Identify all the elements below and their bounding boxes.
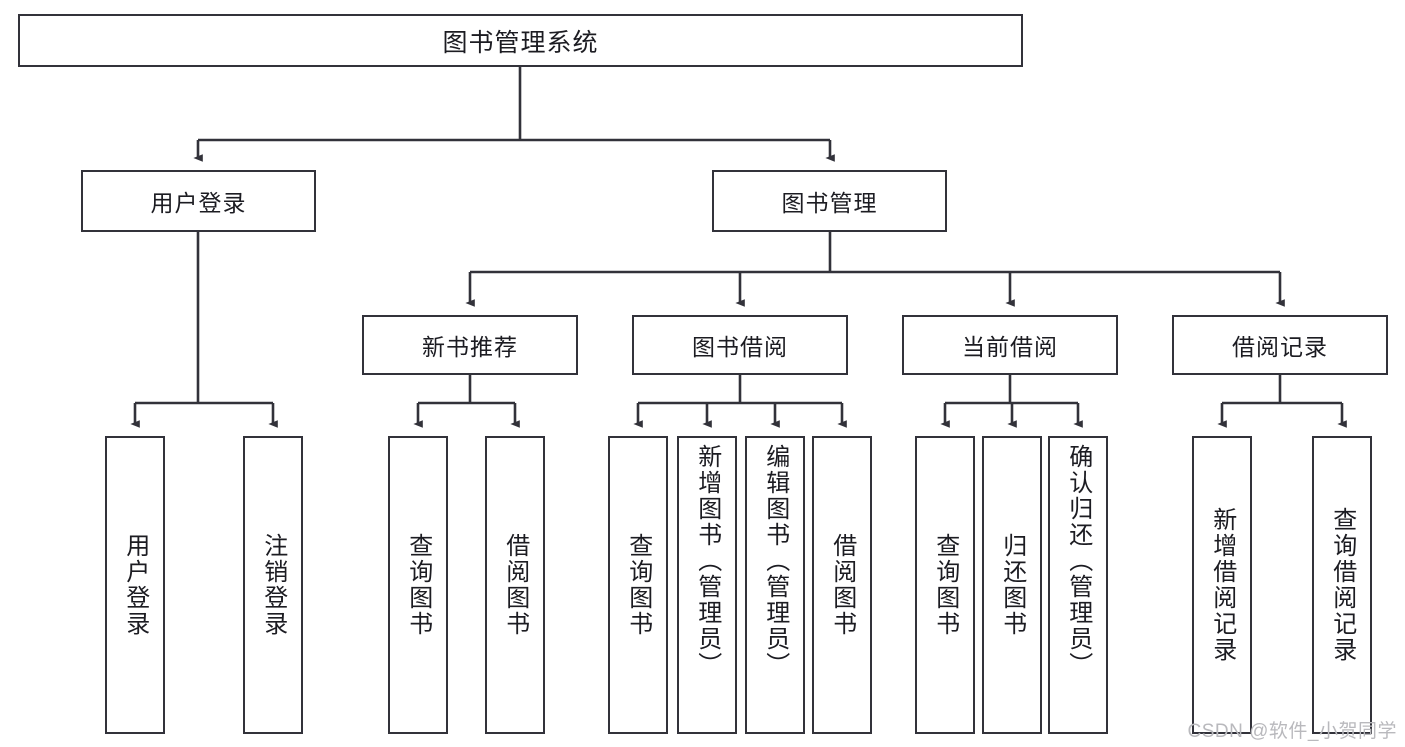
leaf-user-login-signin[interactable]: 用户登录 <box>105 436 165 734</box>
node-borrow-record[interactable]: 借阅记录 <box>1172 315 1388 375</box>
leaf-borrow-query-book[interactable]: 查询图书 <box>608 436 668 734</box>
leaf-user-login-signout[interactable]: 注销登录 <box>243 436 303 734</box>
node-new-book-recommend-label: 新书推荐 <box>422 334 518 360</box>
leaf-record-add-record[interactable]: 新增借阅记录 <box>1192 436 1252 734</box>
leaf-record-add-record-label: 新增借阅记录 <box>1208 507 1236 663</box>
leaf-record-query-record[interactable]: 查询借阅记录 <box>1312 436 1372 734</box>
leaf-current-return-book[interactable]: 归还图书 <box>982 436 1042 734</box>
leaf-recommend-query-book-label: 查询图书 <box>404 533 432 637</box>
node-book-borrow[interactable]: 图书借阅 <box>632 315 848 375</box>
leaf-recommend-query-book[interactable]: 查询图书 <box>388 436 448 734</box>
watermark: CSDN @软件_小贺同学 <box>1187 721 1397 742</box>
leaf-current-confirm-return[interactable]: 确认归还（管理员） <box>1048 436 1108 734</box>
node-root-system[interactable]: 图书管理系统 <box>18 14 1023 67</box>
node-book-borrow-label: 图书借阅 <box>692 334 788 360</box>
node-current-borrow[interactable]: 当前借阅 <box>902 315 1118 375</box>
node-book-management[interactable]: 图书管理 <box>712 170 947 232</box>
leaf-current-query-book-label: 查询图书 <box>931 533 959 637</box>
node-book-management-label: 图书管理 <box>781 190 878 216</box>
node-current-borrow-label: 当前借阅 <box>962 334 1058 360</box>
leaf-borrow-query-book-label: 查询图书 <box>624 533 652 637</box>
leaf-user-login-signout-label: 注销登录 <box>259 533 287 637</box>
leaf-recommend-borrow-book-label: 借阅图书 <box>501 533 529 637</box>
leaf-borrow-borrow-book[interactable]: 借阅图书 <box>812 436 872 734</box>
leaf-borrow-edit-book-label: 编辑图书（管理员） <box>761 444 789 678</box>
leaf-current-return-book-label: 归还图书 <box>998 533 1026 637</box>
leaf-borrow-add-book-label: 新增图书（管理员） <box>693 444 721 678</box>
node-borrow-record-label: 借阅记录 <box>1232 334 1328 360</box>
leaf-borrow-borrow-book-label: 借阅图书 <box>828 533 856 637</box>
node-root-system-label: 图书管理系统 <box>442 28 599 57</box>
leaf-borrow-edit-book[interactable]: 编辑图书（管理员） <box>745 436 805 734</box>
leaf-current-confirm-return-label: 确认归还（管理员） <box>1064 444 1092 678</box>
leaf-record-query-record-label: 查询借阅记录 <box>1328 507 1356 663</box>
leaf-borrow-add-book[interactable]: 新增图书（管理员） <box>677 436 737 734</box>
leaf-recommend-borrow-book[interactable]: 借阅图书 <box>485 436 545 734</box>
leaf-user-login-signin-label: 用户登录 <box>121 533 149 637</box>
node-user-login-label: 用户登录 <box>150 190 247 216</box>
leaf-current-query-book[interactable]: 查询图书 <box>915 436 975 734</box>
node-new-book-recommend[interactable]: 新书推荐 <box>362 315 578 375</box>
node-user-login[interactable]: 用户登录 <box>81 170 316 232</box>
